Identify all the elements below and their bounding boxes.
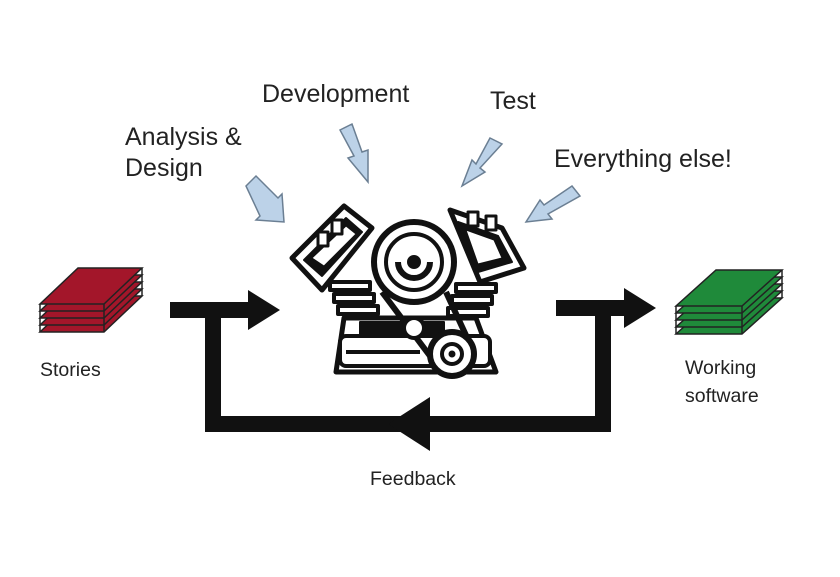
development-arrow <box>338 122 369 185</box>
engine-icon <box>289 203 527 379</box>
input-flow-arrowhead <box>248 290 280 330</box>
feedback-arrowhead <box>388 397 430 451</box>
analysis-arrow <box>245 174 285 223</box>
analysis-design-label: Analysis & Design <box>125 123 242 182</box>
light-blue-arrow-icon <box>245 122 582 223</box>
working-software-label: Working software <box>685 357 759 407</box>
everything-else-arrow <box>524 184 582 223</box>
development-label: Development <box>262 80 410 108</box>
everything-else-label: Everything else! <box>554 145 732 173</box>
red-card-stack-icon <box>38 267 144 333</box>
feedback-loop <box>170 288 656 451</box>
test-label: Test <box>490 87 536 115</box>
stories-label: Stories <box>40 359 101 381</box>
loop-right-bar <box>595 300 611 432</box>
output-flow-bar <box>556 300 628 316</box>
test-arrow <box>460 137 504 188</box>
loop-left-bar <box>205 302 221 432</box>
feedback-label: Feedback <box>370 468 456 490</box>
output-flow-arrowhead <box>624 288 656 328</box>
green-card-stack-icon <box>674 269 784 335</box>
